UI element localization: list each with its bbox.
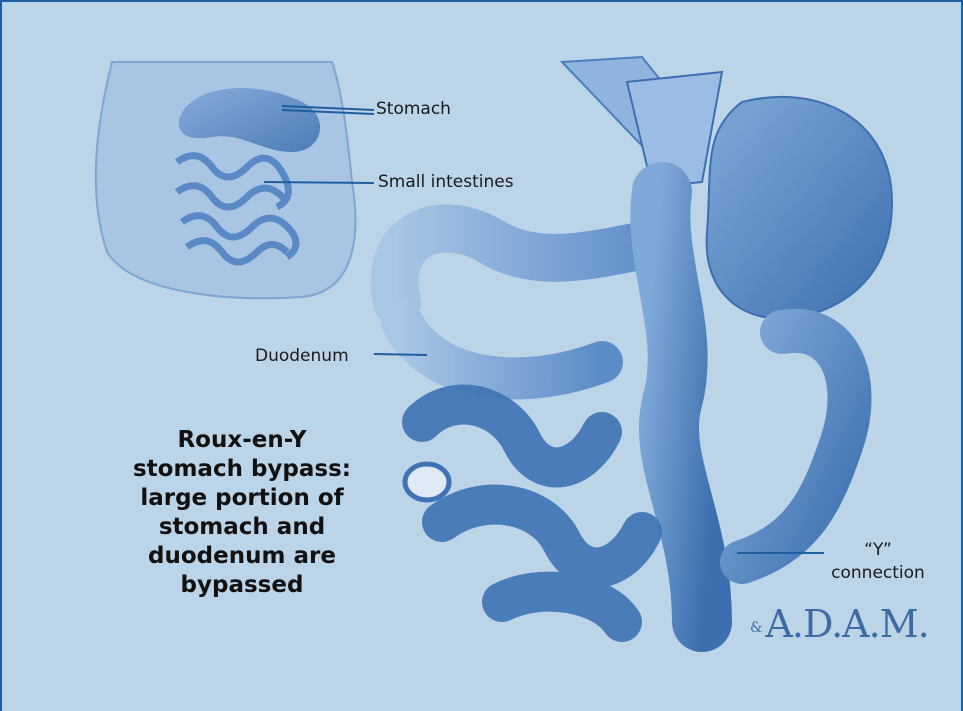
bypassed-stomach	[707, 97, 892, 319]
label-small-intestines: Small intestines	[378, 172, 514, 192]
label-y-line1: “Y”	[828, 539, 928, 562]
label-y-line2: connection	[828, 562, 928, 585]
cut-end	[405, 464, 449, 500]
logo-mark: &	[750, 620, 761, 636]
caption-line: large portion of	[112, 484, 372, 513]
caption-line: stomach bypass:	[112, 455, 372, 484]
label-y-connection: “Y” connection	[828, 539, 928, 585]
torso-inset	[96, 62, 356, 298]
caption-line: stomach and	[112, 513, 372, 542]
caption: Roux-en-Y stomach bypass: large portion …	[112, 426, 372, 600]
label-duodenum: Duodenum	[255, 346, 349, 366]
adam-logo: &A.D.A.M.	[750, 602, 929, 646]
caption-line: Roux-en-Y	[112, 426, 372, 455]
caption-line: bypassed	[112, 571, 372, 600]
bypass-illustration	[395, 57, 892, 622]
label-stomach: Stomach	[376, 99, 451, 119]
caption-line: duodenum are	[112, 542, 372, 571]
roux-limb	[660, 192, 702, 622]
duodenum-loop	[395, 229, 662, 303]
logo-text: A.D.A.M.	[765, 602, 928, 646]
